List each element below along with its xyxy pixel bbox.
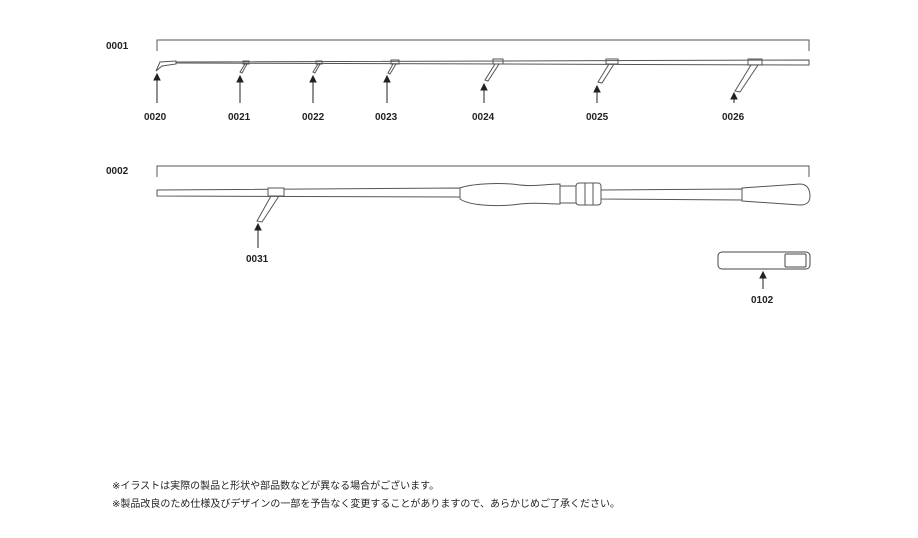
- part-label-0023: 0023: [375, 112, 398, 123]
- section-label-0002: 0002: [106, 166, 129, 177]
- butt-grip: [741, 183, 811, 206]
- guide-wrap: [605, 58, 619, 65]
- part-label-0025: 0025: [586, 112, 609, 123]
- guide-wrap: [492, 58, 504, 65]
- leaders-0001: [153, 72, 738, 103]
- reel-seat-nut: [575, 182, 602, 206]
- leaders-0002: [254, 222, 262, 248]
- section-label-0001: 0001: [106, 41, 129, 52]
- butt-blank: [156, 187, 461, 198]
- guide-0022: [312, 63, 321, 74]
- part-label-0020: 0020: [144, 112, 167, 123]
- guide-0023: [387, 63, 397, 75]
- guide-0021: [239, 63, 248, 74]
- guide-0024: [484, 63, 500, 82]
- section-0002: [156, 165, 811, 223]
- rear-blank: [600, 188, 743, 201]
- part-label-0021: 0021: [228, 112, 251, 123]
- guide-wrap: [747, 58, 763, 66]
- guide-wrap: [267, 187, 285, 197]
- disclaimer-note-2: ※製品改良のため仕様及びデザインの一部を予告なく変更することがありますので、あら…: [112, 499, 620, 510]
- section-0001: [155, 39, 810, 93]
- section-0001-bracket: [156, 39, 810, 51]
- tip-top-guide: [155, 60, 177, 72]
- guide-wrap: [242, 60, 250, 65]
- part-label-0024: 0024: [472, 112, 495, 123]
- guide-0025: [597, 63, 615, 84]
- leader-0102: [759, 270, 767, 289]
- part-label-0022: 0022: [302, 112, 325, 123]
- guide-0031: [256, 195, 280, 223]
- disclaimer-note-1: ※イラストは実際の製品と形状や部品数などが異なる場合がございます。: [112, 481, 440, 492]
- part-label-0102: 0102: [751, 295, 774, 306]
- part-label-0026: 0026: [722, 112, 745, 123]
- guide-wrap: [390, 59, 400, 65]
- part-label-0031: 0031: [246, 254, 269, 265]
- guide-0026: [734, 64, 759, 93]
- section-0002-bracket: [156, 165, 810, 177]
- fore-grip: [459, 183, 561, 207]
- reel-seat: [559, 185, 577, 204]
- part-0102-shape: [717, 251, 811, 270]
- guide-wrap: [315, 60, 323, 65]
